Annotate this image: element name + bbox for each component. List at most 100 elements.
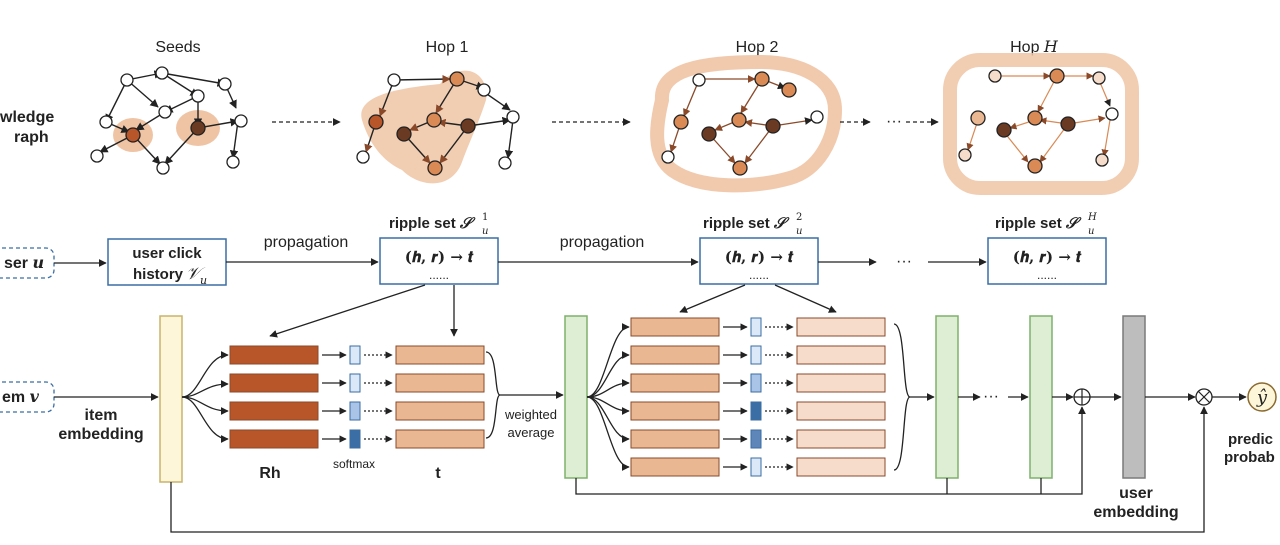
- prediction-label: probab: [1224, 449, 1275, 466]
- t-vector: [796, 429, 886, 449]
- attention-weight: [349, 373, 361, 393]
- ripple2-arrow: [774, 284, 837, 313]
- rh-vector: [630, 345, 720, 365]
- svg-text:(𝒉, 𝒓) → 𝒕: (𝒉, 𝒓) → 𝒕: [725, 248, 794, 266]
- seeds-graph: [90, 66, 248, 175]
- t-vector: [796, 373, 886, 393]
- flow-ellipsis: ···: [896, 253, 912, 270]
- t-vector: [796, 401, 886, 421]
- ripple2-arrow: [679, 284, 746, 313]
- response-H-bar: [1029, 315, 1053, 479]
- user-node: ser u: [0, 247, 55, 279]
- user-embedding-label: embedding: [1093, 504, 1178, 521]
- svg-text:ripple set 𝒮: ripple set 𝒮: [389, 214, 476, 232]
- attention-weight: [750, 401, 762, 421]
- rh-vector: [229, 429, 319, 449]
- hop2-halo: [650, 54, 843, 193]
- kg-label-line1: wledge: [0, 109, 54, 126]
- rh-vector: [229, 401, 319, 421]
- attention-weight: [349, 429, 361, 449]
- brace: [893, 323, 911, 471]
- svg-text:ripple set 𝒮: ripple set 𝒮: [703, 214, 790, 232]
- attention-weight: [349, 345, 361, 365]
- hopH-title: Hop H: [1010, 37, 1059, 56]
- t-vector: [395, 401, 485, 421]
- svg-text:ripple set 𝒮: ripple set 𝒮: [995, 214, 1082, 232]
- rh-vector: [229, 345, 319, 365]
- ripple-set-H: ripple set 𝒮 H u (𝒉, 𝒓) → 𝒕 ......: [987, 212, 1107, 285]
- item-embedding-bar: [159, 315, 183, 483]
- attention-weight: [750, 345, 762, 365]
- svg-text:2: 2: [796, 212, 802, 223]
- item-skip-connection: [170, 406, 1208, 533]
- hopH-halo: [943, 53, 1139, 195]
- svg-text:u: u: [200, 274, 207, 287]
- hop2-graph: [650, 54, 843, 193]
- click-history-box: user click history 𝒱 u: [107, 238, 227, 287]
- brace: [485, 351, 501, 439]
- svg-text:1: 1: [482, 212, 488, 223]
- t-vector: [796, 457, 886, 477]
- t-vector: [395, 345, 485, 365]
- response1-fan-arrows: [586, 323, 630, 471]
- item-node: em v: [0, 381, 55, 413]
- ripple-set-1: ripple set 𝒮 1 u (𝒉, 𝒓) → 𝒕 ......: [379, 212, 499, 285]
- item-embedding-label: embedding: [58, 426, 143, 443]
- svg-text:u: u: [1088, 226, 1094, 237]
- attention-weight: [750, 373, 762, 393]
- user-embedding-bar: [1122, 315, 1146, 479]
- weighted-label: average: [508, 425, 555, 440]
- hop2-title: Hop 2: [736, 39, 779, 56]
- rh-vector: [630, 457, 720, 477]
- t-vector: [796, 345, 886, 365]
- flow-ellipsis: ···: [983, 388, 999, 405]
- prediction-label: predic: [1228, 431, 1273, 448]
- svg-text:(𝒉, 𝒓) → 𝒕: (𝒉, 𝒓) → 𝒕: [405, 248, 474, 266]
- svg-text:u: u: [482, 226, 488, 237]
- sum-operator: [1073, 388, 1091, 406]
- svg-text:......: ......: [1037, 268, 1057, 282]
- svg-text:......: ......: [749, 268, 769, 282]
- ripple1-to-rh-arrow: [269, 284, 426, 338]
- hopH-graph: [943, 53, 1139, 195]
- svg-text:H: H: [1087, 212, 1097, 223]
- product-operator: [1195, 388, 1213, 406]
- svg-text:u: u: [796, 226, 802, 237]
- item-embedding-label: item: [85, 407, 118, 424]
- response-1-bar: [564, 315, 588, 479]
- hop1-graph: [356, 70, 520, 184]
- t-vector: [395, 429, 485, 449]
- response-2-bar: [935, 315, 959, 479]
- rh-vector: [630, 401, 720, 421]
- ripple-set-2: ripple set 𝒮 2 u (𝒉, 𝒓) → 𝒕 ......: [699, 212, 819, 285]
- t-label: t: [435, 465, 441, 482]
- rh-vector: [630, 317, 720, 337]
- rh-vector: [630, 373, 720, 393]
- attention-weight: [750, 429, 762, 449]
- attention-weight: [349, 401, 361, 421]
- skip-connection: [575, 406, 1086, 495]
- rh-vector: [630, 429, 720, 449]
- svg-text:em v: em v: [2, 387, 40, 406]
- hop2-stack: [630, 317, 886, 477]
- item-fan-arrows: [181, 351, 229, 443]
- svg-text:(𝒉, 𝒓) → 𝒕: (𝒉, 𝒓) → 𝒕: [1013, 248, 1082, 266]
- svg-text:......: ......: [429, 268, 449, 282]
- propagation-label: propagation: [264, 234, 349, 251]
- propagation-label: propagation: [560, 234, 645, 251]
- graph-ellipsis: ···: [886, 113, 902, 130]
- hop1-title: Hop 1: [426, 39, 469, 56]
- weighted-label: weighted: [504, 407, 557, 422]
- hop1-halo: [361, 70, 487, 184]
- kg-label-line2: raph: [14, 129, 49, 146]
- rh-vector: [229, 373, 319, 393]
- t-vector: [796, 317, 886, 337]
- prediction-node: ŷ: [1247, 382, 1277, 412]
- seeds-title: Seeds: [155, 39, 200, 56]
- svg-text:user click: user click: [132, 245, 202, 262]
- svg-text:history: history: [133, 266, 184, 283]
- softmax-label: softmax: [333, 457, 375, 471]
- svg-text:ŷ: ŷ: [1256, 387, 1268, 408]
- rh-label: Rh: [259, 465, 280, 482]
